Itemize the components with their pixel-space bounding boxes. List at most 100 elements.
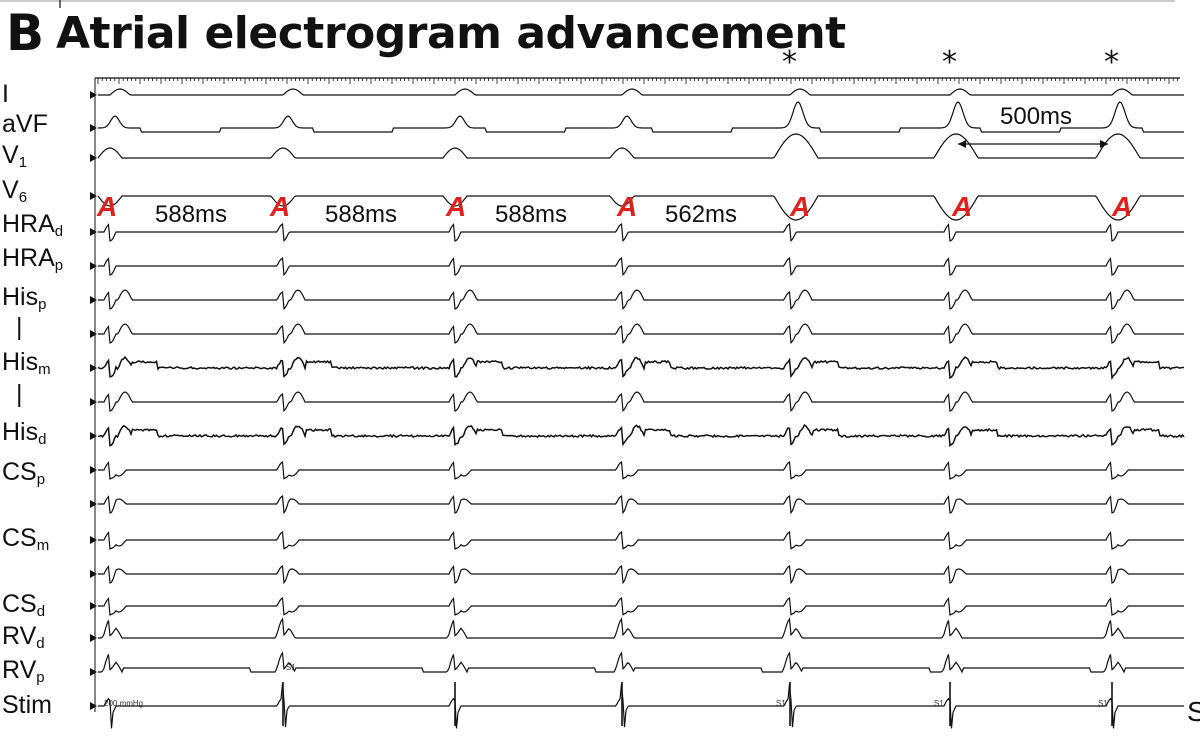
channel-label-avf: aVF xyxy=(2,112,48,137)
trace-hisd xyxy=(97,423,1185,447)
channel-label-subscript: m xyxy=(38,361,51,378)
scale-annotation: 200 mmHg xyxy=(104,699,143,708)
trace-i xyxy=(98,88,1184,96)
trace-hrap xyxy=(98,257,1184,277)
channel-label-rvp: RVp xyxy=(2,656,45,686)
channel-label-v1: V1 xyxy=(2,141,28,171)
arrow-head-left xyxy=(958,140,966,148)
channel-label-hisp: Hisp xyxy=(2,283,47,313)
channel-marker xyxy=(90,154,97,162)
channel-label-csp: CSp xyxy=(2,458,46,488)
paced-beat-marker: * xyxy=(942,45,957,80)
channel-label-subscript: p xyxy=(36,669,45,686)
channel-label-text: CS xyxy=(2,524,37,552)
channel-marker xyxy=(90,668,97,676)
channel-label-text: V xyxy=(2,176,19,204)
channel-marker xyxy=(90,296,97,304)
channel-label-hisp2: | xyxy=(16,315,23,340)
channel-marker xyxy=(90,570,97,578)
trace-hrad xyxy=(98,223,1184,243)
channel-label-text: Stim xyxy=(2,691,52,719)
channel-label-text: | xyxy=(16,380,23,408)
channel-marker xyxy=(90,262,97,270)
channel-marker xyxy=(90,500,97,508)
channel-label-i: I xyxy=(2,82,9,107)
channel-marker xyxy=(90,536,97,544)
channel-label-v6: V6 xyxy=(2,176,27,206)
interval-label: 588ms xyxy=(325,201,397,228)
channel-label-text: CS xyxy=(2,590,37,618)
panel-title: Atrial electrogram advancement xyxy=(56,8,846,59)
trace-csm xyxy=(98,531,1184,550)
channel-marker xyxy=(90,91,97,99)
channel-marker xyxy=(90,432,97,440)
channel-marker xyxy=(90,364,97,372)
channel-marker xyxy=(90,602,97,610)
channel-marker xyxy=(90,702,97,710)
trace-v1 xyxy=(97,133,1184,159)
channel-label-hrap: HRAp xyxy=(2,246,64,274)
channel-label-text: aVF xyxy=(2,110,48,138)
channel-label-subscript: 1 xyxy=(18,154,28,171)
channel-marker xyxy=(90,124,97,132)
channel-marker xyxy=(90,228,97,236)
edge-letter: S xyxy=(1187,696,1200,727)
channel-label-hisd: Hisd xyxy=(2,420,46,448)
trace-csp xyxy=(98,461,1184,480)
atrial-marker: A xyxy=(96,191,117,222)
channel-label-subscript: d xyxy=(36,635,45,652)
channel-label-stim: Stim xyxy=(2,693,52,718)
trace-csd xyxy=(98,597,1184,616)
trace-hisp xyxy=(98,289,1184,311)
channel-label-subscript: p xyxy=(38,296,47,313)
channel-label-text: HRA xyxy=(2,210,55,238)
trace-rvp xyxy=(98,651,1184,674)
arrow-head-right xyxy=(1100,140,1108,148)
channel-label-text: RV xyxy=(2,656,37,684)
atrial-marker: A xyxy=(1111,191,1132,222)
interval-label: 562ms xyxy=(665,201,737,228)
paced-beat-marker: * xyxy=(782,45,797,80)
channel-marker xyxy=(90,330,97,338)
channel-label-subscript: p xyxy=(36,471,46,488)
channel-label-subscript: p xyxy=(54,257,64,274)
channel-label-subscript: d xyxy=(36,603,46,620)
stim-annotation: S1 xyxy=(934,699,944,708)
stim-annotation: S1 xyxy=(776,699,786,708)
channel-label-text: I xyxy=(2,80,9,108)
channel-label-subscript: m xyxy=(36,537,50,554)
trace-hisp2 xyxy=(98,323,1184,345)
channel-label-text: His xyxy=(2,283,39,311)
channel-label-hism: Hism xyxy=(2,348,51,378)
channel-label-rvd: RVd xyxy=(2,624,45,652)
paced-beat-marker: * xyxy=(1104,45,1119,80)
atrial-marker: A xyxy=(445,191,466,222)
channel-label-text: | xyxy=(16,313,23,341)
atrial-marker: A xyxy=(269,191,290,222)
channel-label-csd: CSd xyxy=(2,590,46,620)
channel-label-hrad: HRAd xyxy=(2,210,63,240)
channel-marker xyxy=(90,192,97,200)
interval-label: 588ms xyxy=(155,201,227,228)
trace-stim xyxy=(98,684,1184,729)
channel-marker xyxy=(90,398,97,406)
channel-label-hism2: | xyxy=(16,382,23,407)
stim-interval-label: 500ms xyxy=(1000,103,1072,130)
trace-hism xyxy=(97,355,1185,380)
stim-annotation: S1 xyxy=(286,663,296,672)
panel-letter: B xyxy=(6,4,45,62)
trace-avf xyxy=(98,101,1184,133)
trace-v6 xyxy=(97,195,1184,221)
trace-csm2 xyxy=(98,565,1184,585)
channel-label-text: CS xyxy=(2,458,37,486)
channel-label-text: V xyxy=(2,141,19,169)
trace-csp2 xyxy=(98,495,1184,515)
trace-group xyxy=(90,88,1185,729)
channel-label-text: His xyxy=(2,348,39,376)
previous-panel-remnant xyxy=(0,0,1175,8)
channel-marker xyxy=(90,634,97,642)
atrial-marker: A xyxy=(951,191,972,222)
time-ruler xyxy=(94,77,1180,712)
